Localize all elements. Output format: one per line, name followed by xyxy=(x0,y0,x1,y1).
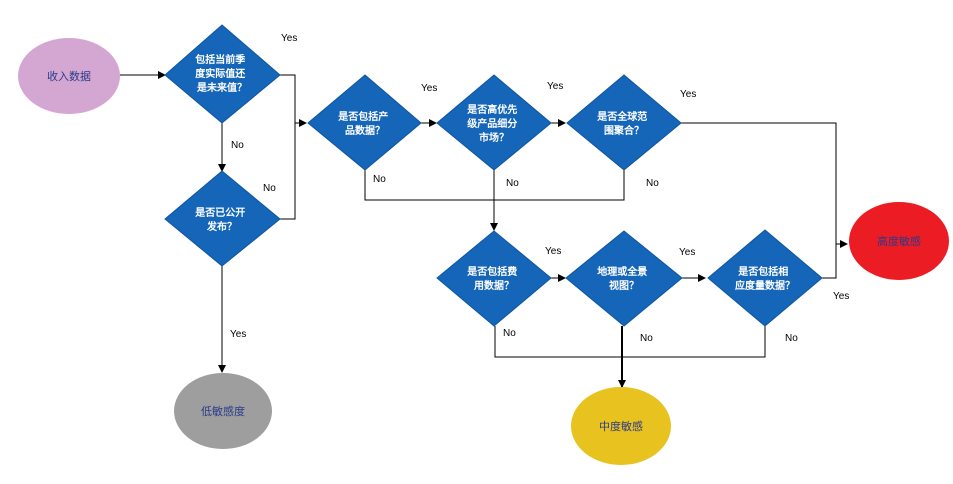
decision-expense-line-2: 用数据？ xyxy=(473,279,514,292)
decision-segment-diamond xyxy=(436,74,552,171)
connector-current-yes-bracket xyxy=(280,74,296,220)
edge-labels: Yes No No Yes Yes No Yes No Yes No Yes N… xyxy=(230,33,849,344)
decision-current-quarter-line-2: 度实际值还 xyxy=(195,67,246,80)
decision-segment: 是否高优先 级产品细分 市场？ xyxy=(436,74,552,171)
decision-published-text: 是否已公开 发布？ xyxy=(194,207,248,233)
edge-label-global-yes: Yes xyxy=(680,89,696,100)
edge-label-product-yes: Yes xyxy=(421,83,437,94)
terminal-start: 收入数据 xyxy=(18,38,120,114)
decision-geo-diamond xyxy=(565,230,683,327)
decision-segment-line-1: 是否高优先 xyxy=(466,103,517,116)
decision-global-diamond xyxy=(566,74,682,171)
decision-segment-line-3: 市场？ xyxy=(479,131,509,144)
high-sensitivity-label: 高度敏感 xyxy=(877,234,921,248)
decision-metric-line-1: 是否包括相 xyxy=(737,265,788,278)
decision-geo-text: 地理或全景 视图？ xyxy=(597,265,650,292)
terminal-medium: 中度敏感 xyxy=(571,387,671,465)
decision-metric-line-2: 应度量数据？ xyxy=(735,279,795,292)
edge-label-current-yes: Yes xyxy=(281,33,297,44)
edge-label-global-no: No xyxy=(646,178,659,189)
decision-global-text: 是否全球范 围聚合？ xyxy=(596,110,650,137)
terminal-low: 低敏感度 xyxy=(174,373,272,449)
edge-label-metric-yes: Yes xyxy=(833,291,849,302)
decision-published-line-2: 发布？ xyxy=(206,220,237,233)
edge-label-metric-no: No xyxy=(785,333,798,344)
decision-metric: 是否包括相 应度量数据？ xyxy=(707,229,823,327)
decision-global-line-1: 是否全球范 xyxy=(596,110,647,123)
low-sensitivity-label: 低敏感度 xyxy=(201,404,245,418)
decision-expense-diamond xyxy=(436,230,552,327)
decision-global: 是否全球范 围聚合？ xyxy=(566,74,682,171)
edge-label-expense-yes: Yes xyxy=(545,246,561,257)
edge-label-geo-yes: Yes xyxy=(679,247,695,258)
low-sensitivity-ellipse xyxy=(174,373,272,449)
decision-geo-line-1: 地理或全景 xyxy=(597,265,647,278)
decision-product-diamond xyxy=(307,74,422,171)
decision-product-line-2: 品数据？ xyxy=(345,124,385,137)
edge-label-public-yes: Yes xyxy=(230,329,246,340)
connectors xyxy=(120,71,848,388)
edge-label-public-no: No xyxy=(263,183,276,194)
decision-current-quarter-text: 包括当前季 度实际值还 是未来值？ xyxy=(195,53,248,94)
medium-sensitivity-label: 中度敏感 xyxy=(599,419,643,433)
decision-metric-diamond xyxy=(707,229,823,327)
decision-segment-text: 是否高优先 级产品细分 市场？ xyxy=(466,103,520,144)
decision-product-text: 是否包括产 品数据？ xyxy=(337,110,391,137)
edge-label-segment-no: No xyxy=(506,178,519,189)
decision-expense: 是否包括费 用数据？ xyxy=(436,230,552,327)
edge-label-current-no: No xyxy=(231,140,244,151)
decision-geo: 地理或全景 视图？ xyxy=(565,230,683,327)
connector-metric-yes xyxy=(822,244,837,279)
decision-global-line-2: 围聚合？ xyxy=(604,124,644,137)
decision-expense-text: 是否包括费 用数据？ xyxy=(466,265,520,292)
decision-product: 是否包括产 品数据？ xyxy=(307,74,422,171)
decision-segment-line-2: 级产品细分 xyxy=(466,117,517,130)
decision-geo-line-2: 视图？ xyxy=(609,279,639,292)
edge-label-expense-no: No xyxy=(503,328,516,339)
edge-label-segment-yes: Yes xyxy=(547,81,563,92)
edge-label-product-no: No xyxy=(373,174,386,185)
terminal-high: 高度敏感 xyxy=(849,202,949,280)
edge-label-geo-no: No xyxy=(640,333,653,344)
medium-sensitivity-ellipse xyxy=(571,387,671,465)
start-label: 收入数据 xyxy=(47,69,91,83)
decision-current-quarter: 包括当前季 度实际值还 是未来值？ xyxy=(164,24,281,124)
decision-product-line-1: 是否包括产 xyxy=(337,110,388,123)
decision-metric-text: 是否包括相 应度量数据？ xyxy=(735,265,795,292)
decision-published-line-1: 是否已公开 xyxy=(194,207,245,219)
decision-current-quarter-line-1: 包括当前季 xyxy=(195,53,246,66)
connector-no-bus-bottom xyxy=(494,326,766,358)
connector-global-yes xyxy=(681,122,848,248)
decision-current-quarter-diamond xyxy=(164,24,281,124)
decision-expense-line-1: 是否包括费 xyxy=(466,265,517,278)
start-ellipse xyxy=(18,38,120,114)
decision-published: 是否已公开 发布？ xyxy=(164,170,281,267)
decision-current-quarter-line-3: 是未来值？ xyxy=(196,81,247,94)
high-sensitivity-ellipse xyxy=(849,202,949,280)
decision-published-diamond xyxy=(164,170,281,267)
